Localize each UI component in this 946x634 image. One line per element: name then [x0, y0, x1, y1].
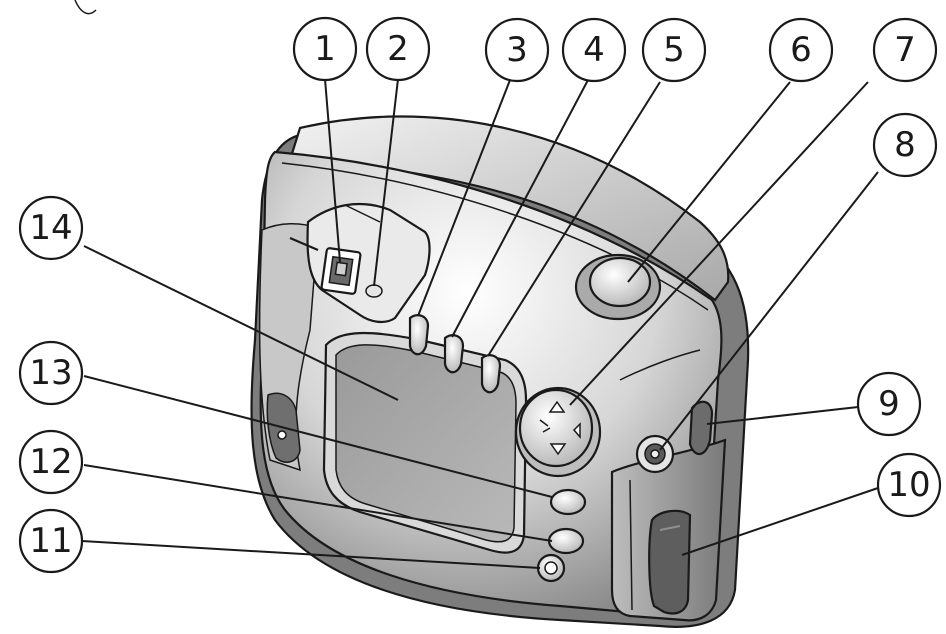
callout-7-label: 7	[894, 30, 916, 70]
callout-11-label: 11	[29, 521, 72, 561]
callout-1-label: 1	[314, 29, 336, 69]
callout-10-label: 10	[887, 465, 930, 505]
callout-2: 2	[365, 16, 431, 82]
callout-13: 13	[18, 340, 84, 406]
callout-9: 9	[856, 371, 922, 437]
callout-1: 1	[292, 16, 358, 82]
callout-12: 12	[18, 429, 84, 495]
callout-3-label: 3	[506, 30, 528, 70]
callout-12-label: 12	[29, 442, 72, 482]
callout-4: 4	[561, 17, 627, 83]
callout-8: 8	[872, 112, 938, 178]
leader-lines	[81, 78, 879, 569]
callout-6-label: 6	[790, 30, 812, 70]
callout-5: 5	[641, 17, 707, 83]
camera-body	[250, 115, 750, 628]
callout-13-label: 13	[29, 353, 72, 393]
callout-4-label: 4	[583, 30, 605, 70]
callout-14: 14	[18, 195, 84, 261]
corner-text-fragment	[74, 0, 97, 15]
callout-8-label: 8	[894, 125, 916, 165]
callout-5-label: 5	[663, 30, 685, 70]
callout-9-label: 9	[878, 384, 900, 424]
callout-6: 6	[768, 17, 834, 83]
callout-14-label: 14	[29, 208, 72, 248]
callout-11: 11	[18, 508, 84, 574]
callout-10: 10	[876, 452, 942, 518]
callout-3: 3	[484, 17, 550, 83]
callout-2-label: 2	[387, 29, 409, 69]
callout-7: 7	[872, 17, 938, 83]
